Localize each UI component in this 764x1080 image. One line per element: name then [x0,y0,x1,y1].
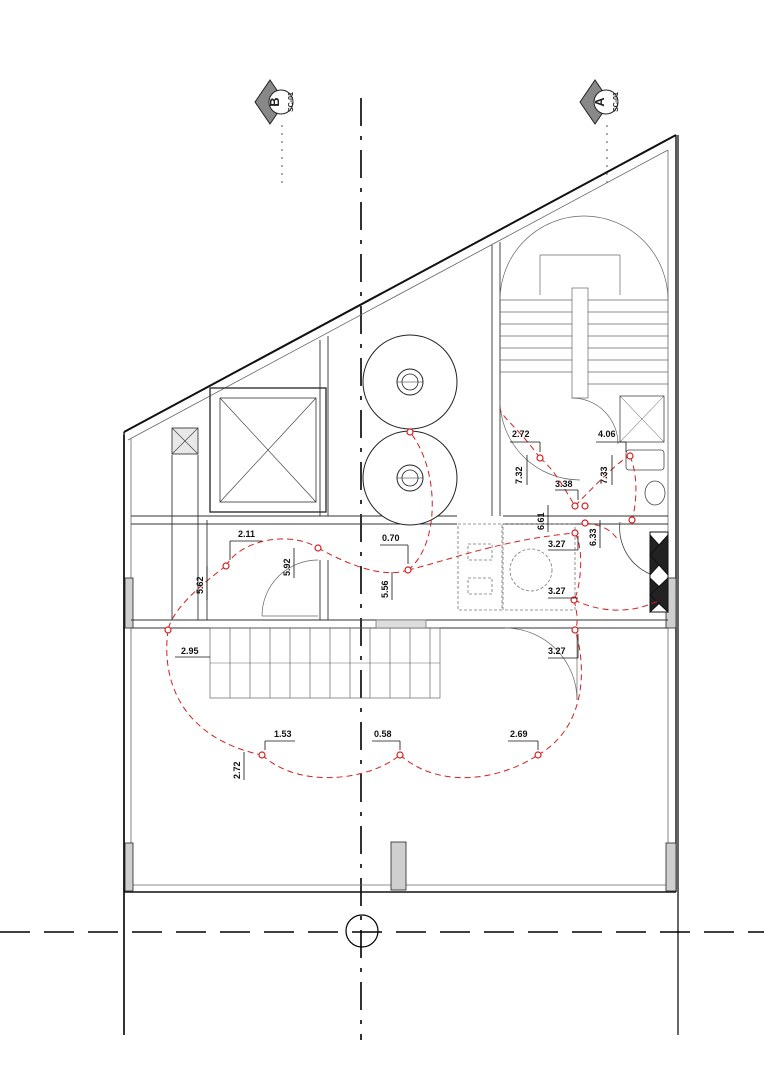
dim-label: 0.58 [374,729,392,739]
bathroom-fixtures [619,395,669,579]
small-shaft [171,427,199,455]
dim-label: 6.61 [536,512,546,530]
dim-label: 2.11 [238,529,255,539]
kitchen-appliances [457,523,576,611]
dim-label: 7.33 [599,466,609,484]
electrical-fixtures [164,428,636,759]
dim-label: 2.72 [512,429,530,439]
dim-label: 3.27 [548,646,566,656]
window-hatch [649,531,669,614]
section-letter-b: B [267,97,282,106]
section-marker-b: B SC-01 [254,79,295,185]
elevator-shaft [209,387,327,513]
section-ref-a: SC-01 [613,92,620,112]
dim-label: 0.70 [382,533,400,543]
axis-bubble [345,914,379,948]
dimension-leaders [175,441,627,780]
dim-label: 3.27 [548,539,566,549]
dim-label: 7.32 [514,466,524,484]
dim-label: 2.69 [510,729,528,739]
dim-label: 6.33 [588,528,598,546]
door-swings [261,559,578,701]
upper-stair [499,215,669,481]
columns [124,427,677,892]
electrical-circuits [166,409,661,779]
section-letter-a: A [592,97,607,107]
section-marker-a: A SC-01 [579,79,620,185]
section-ref-b: SC-01 [288,92,295,112]
dim-label: 3.38 [555,479,573,489]
dimension-labels: 2.72 4.06 7.32 7.33 3.38 6.61 6.33 3.27 … [181,429,616,779]
lower-stair [209,619,441,699]
dim-label: 2.95 [181,646,199,656]
dim-label: 4.06 [598,429,616,439]
dim-label: 1.53 [274,729,292,739]
axis-lines [0,98,764,1040]
dim-label: 5.92 [282,558,292,576]
dim-label: 3.27 [548,586,566,596]
dim-label: 2.72 [232,761,242,779]
dim-label: 5.56 [380,580,390,598]
water-tanks [362,334,458,526]
dim-label: 5.62 [195,576,205,594]
